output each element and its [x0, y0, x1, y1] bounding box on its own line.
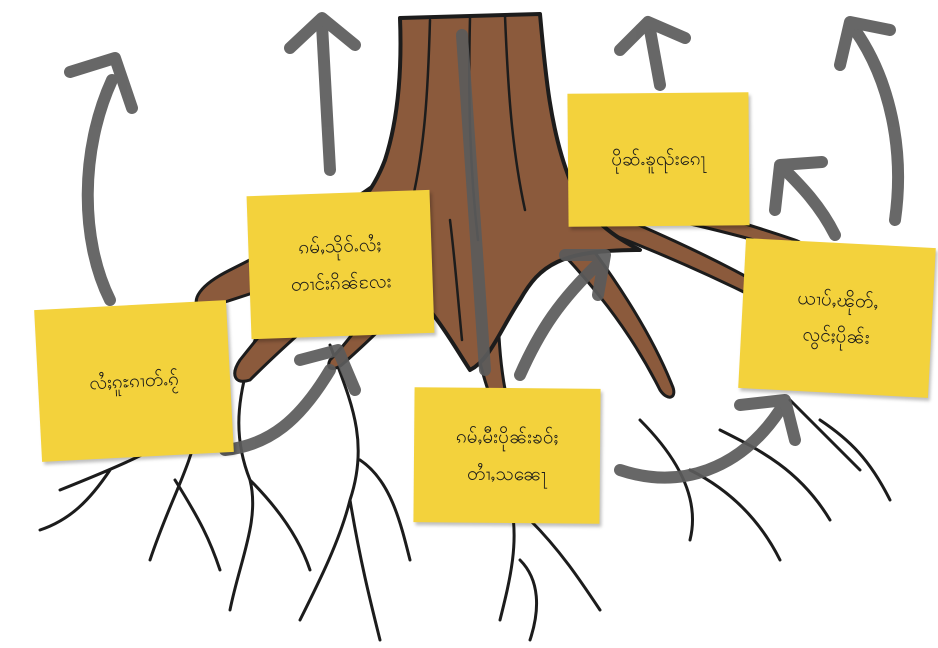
arrow-far-left-head	[64, 52, 138, 114]
note-top-right: ပိုဆ်ႉၶူၺ်းၵေႃ	[567, 92, 750, 227]
arrow-lower-right-head	[734, 394, 801, 446]
arrows	[64, 12, 905, 484]
arrow-lower-left	[219, 364, 336, 456]
arrow-far-left	[81, 74, 118, 306]
arrow-left-up	[316, 19, 336, 176]
note-upper-left-text: ၵမ်ႇသိုဝ်ႉလႆႈ တၢင်းၵိၼ်လႄး	[290, 233, 392, 296]
note-upper-left: ၵမ်ႇသိုဝ်ႉလႆႈ တၢင်းၵိၼ်လႄး	[246, 189, 435, 340]
arrow-lower-right	[614, 404, 786, 484]
arrow-center-right	[514, 256, 606, 381]
note-left: လႆႈၵူႊၵၢတ်ႉၵႂ်	[34, 300, 234, 462]
arrow-far-right	[849, 24, 905, 226]
arrow-mid-right	[779, 164, 841, 241]
note-left-text: လႆႈၵူႊၵၢတ်ႉၵႂ်	[88, 367, 180, 395]
note-right-text: ယၢပ်ႇၽိုတ်ႇ လွင်ႈပိုၼ်း	[796, 286, 879, 349]
arrow-far-right-head	[834, 16, 896, 71]
note-right: ယၢပ်ႇၽိုတ်ႇ လွင်ႈပိုၼ်း	[738, 238, 936, 398]
arrow-top-right	[644, 24, 666, 91]
note-bottom: ၵမ်ႇမီးပိုၼ်းၶဝ်ႈ တၢႆႇသၼေႃ	[413, 387, 601, 524]
arrow-center-right-head	[559, 249, 611, 301]
arrow-trunk-up	[456, 29, 491, 376]
arrow-mid-right-head	[769, 156, 828, 216]
arrow-top-right-head	[614, 16, 691, 56]
note-top-right-text: ပိုဆ်ႉၶူၺ်းၵေႃ	[611, 148, 706, 171]
arrow-lower-left-head	[294, 344, 361, 396]
note-bottom-text: ၵမ်ႇမီးပိုၼ်းၶဝ်ႈ တၢႆႇသၼေႃ	[455, 425, 559, 485]
arrow-left-up-head	[284, 12, 361, 54]
